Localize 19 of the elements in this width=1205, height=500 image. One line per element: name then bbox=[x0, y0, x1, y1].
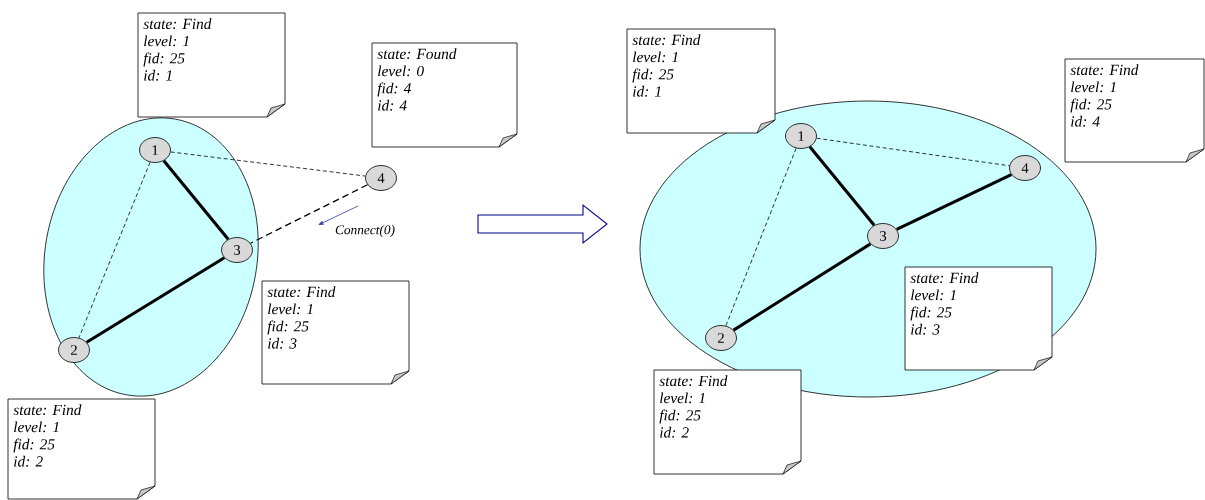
edge-label: Connect(0) bbox=[333, 223, 397, 239]
edge-line bbox=[78, 161, 151, 339]
note-box: state: Find level: 1 fid: 25 id: 1 bbox=[626, 28, 776, 134]
note-box: state: Find level: 1 fid: 25 id: 4 bbox=[1064, 58, 1205, 163]
note-box: state: Find level: 1 fid: 25 id: 1 bbox=[137, 12, 286, 118]
edge-line bbox=[85, 256, 226, 344]
edge-line bbox=[249, 184, 369, 244]
note-box: state: Find level: 1 fid: 25 id: 3 bbox=[261, 280, 410, 385]
note-box: state: Found level: 0 fid: 4 id: 4 bbox=[371, 42, 518, 148]
edge-line bbox=[725, 147, 797, 327]
cluster-ellipse bbox=[43, 117, 259, 397]
edge-line bbox=[732, 242, 872, 332]
note-box: state: Find level: 1 fid: 25 id: 2 bbox=[7, 398, 156, 500]
edge-line bbox=[808, 145, 876, 227]
edge-line bbox=[896, 173, 1012, 231]
edge-line bbox=[816, 137, 1010, 167]
note-box: state: Find level: 1 fid: 25 id: 2 bbox=[653, 369, 802, 475]
edge-line bbox=[170, 151, 366, 177]
edge-line bbox=[162, 159, 230, 241]
